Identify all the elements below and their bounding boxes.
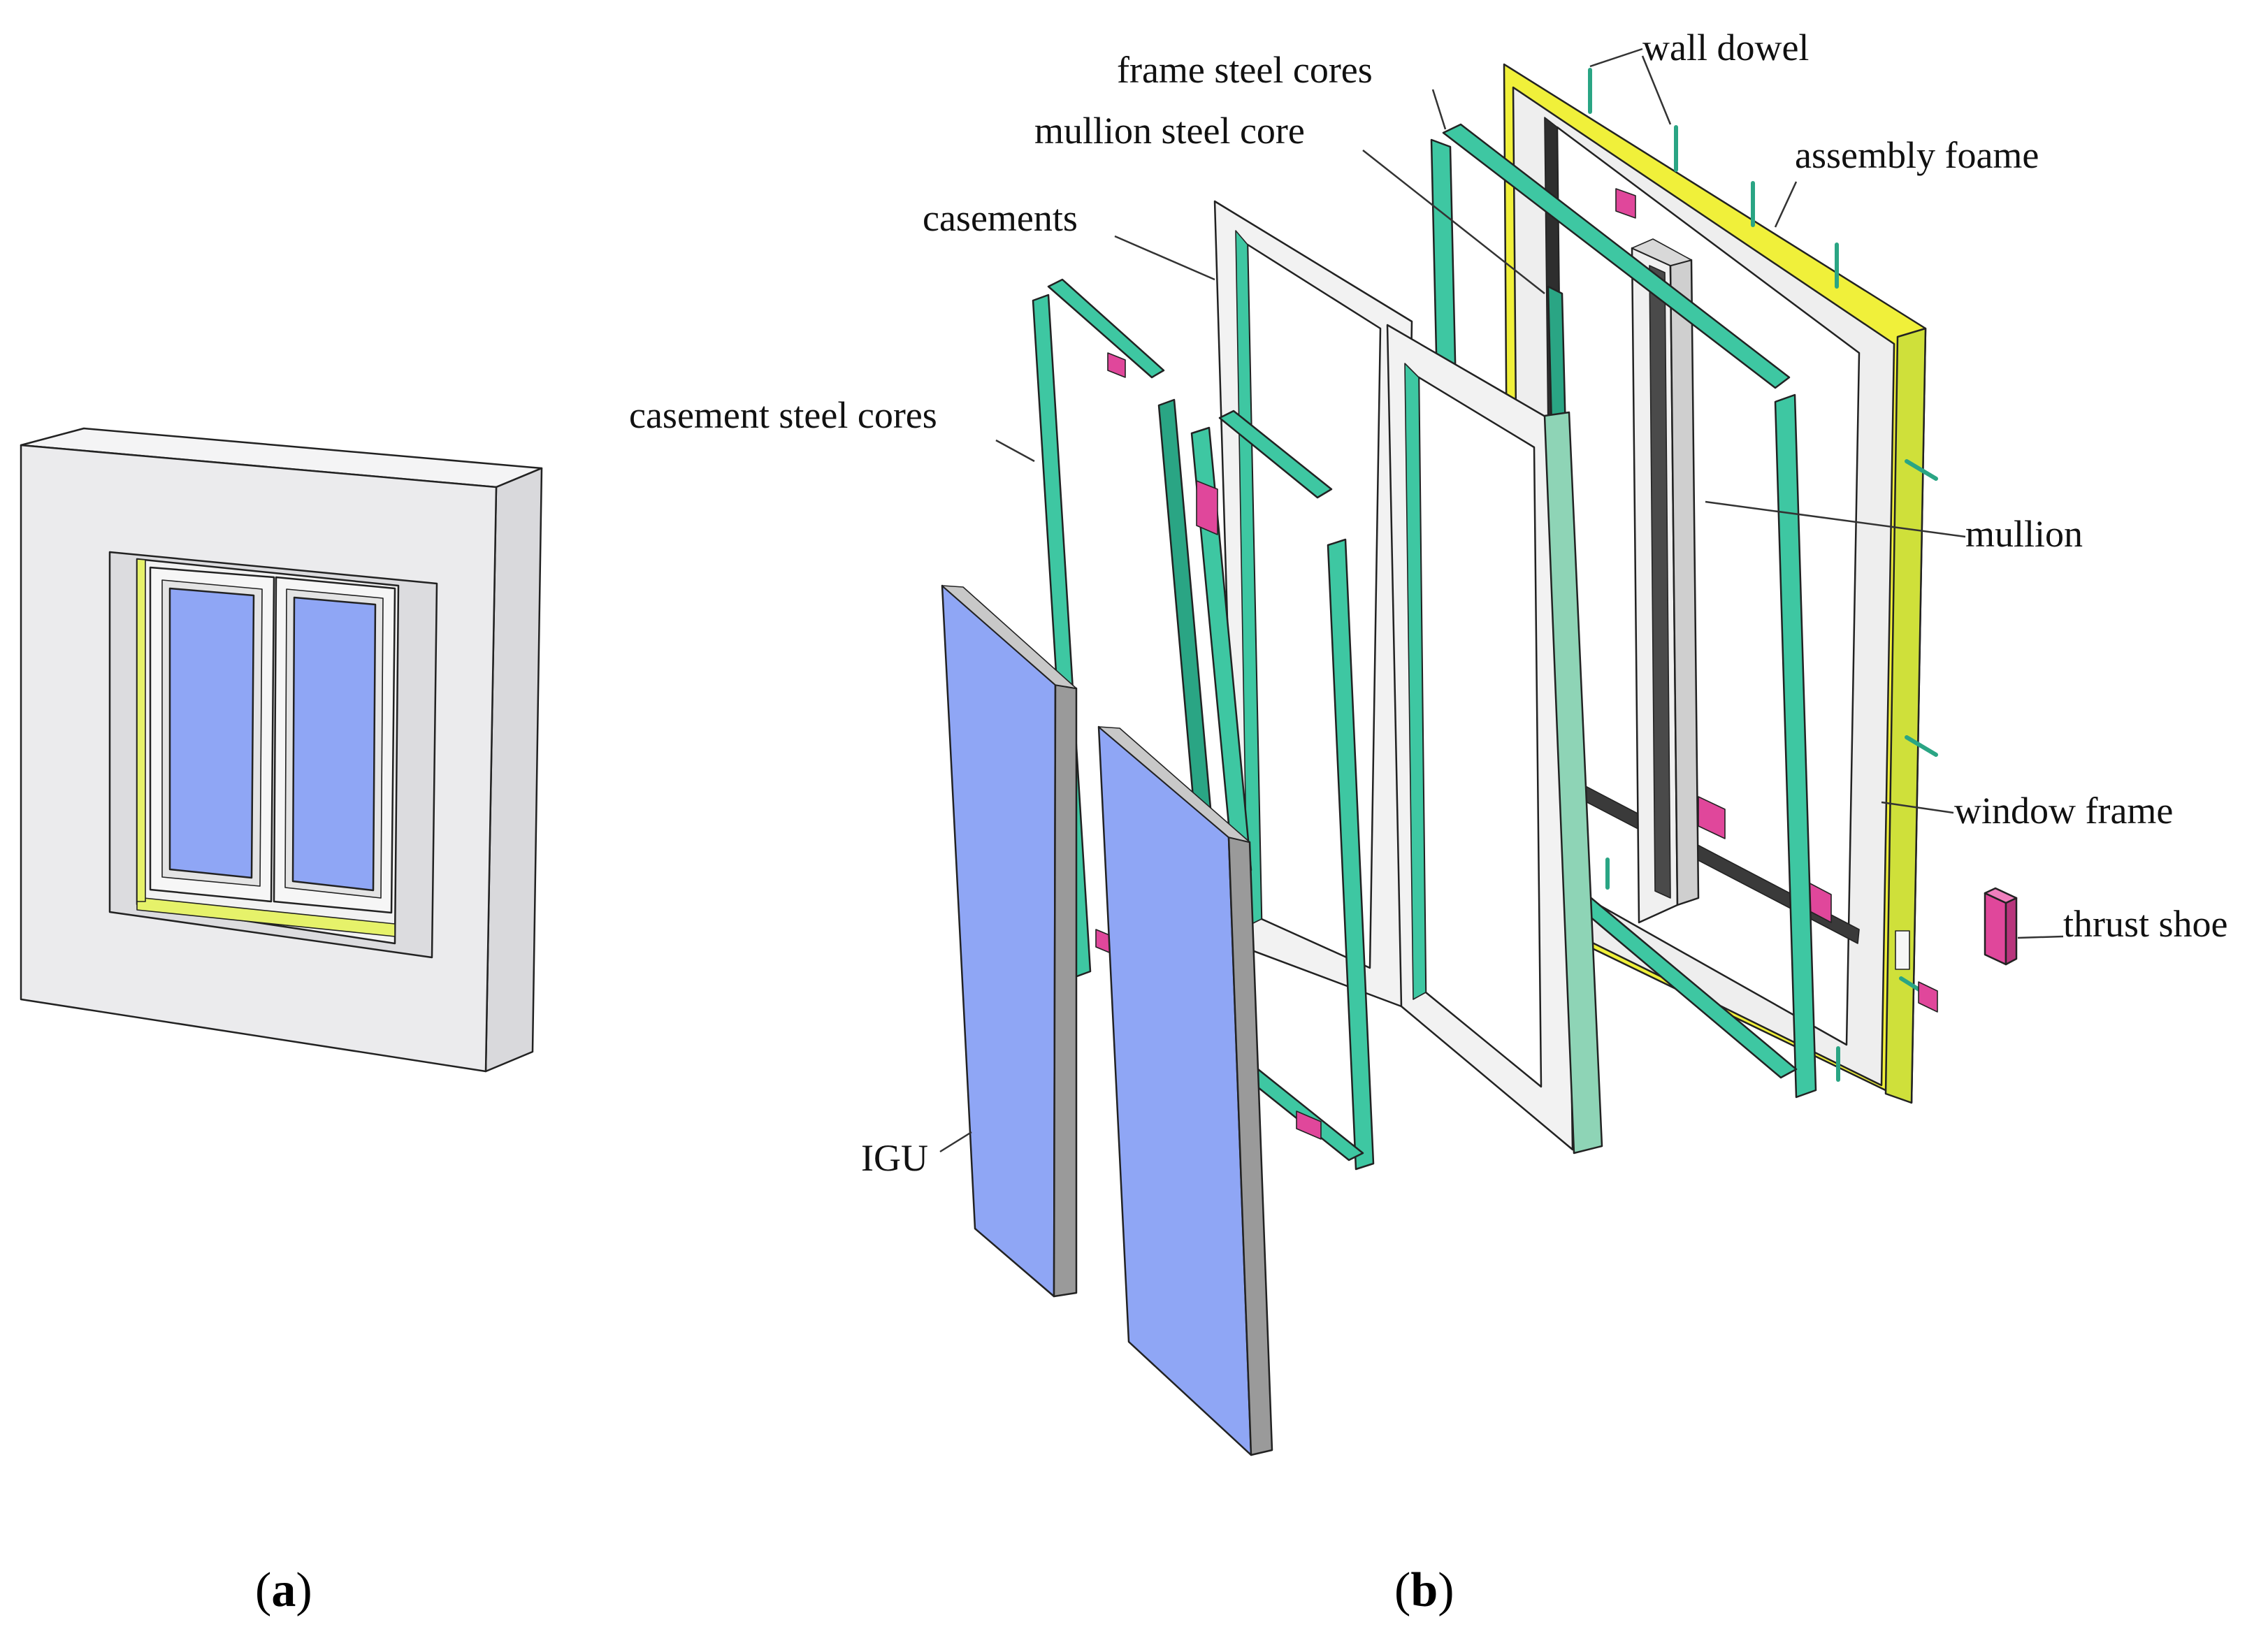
igu-left-edge <box>1053 683 1078 1298</box>
thrust-shoe-casement-3 <box>1296 1110 1322 1140</box>
leader-igu <box>939 1131 972 1153</box>
panel-a-assembled-window <box>20 427 543 1073</box>
thrust-shoe-part <box>1984 887 2018 966</box>
label-casement-steel-cores: casement steel cores <box>629 394 937 436</box>
caption-a-open: ( <box>255 1563 271 1617</box>
thrust-shoe-front <box>1984 892 2007 966</box>
label-mullion: mullion <box>1965 513 2083 555</box>
thrust-shoe-frame-1 <box>1698 796 1726 839</box>
caption-a-letter: a <box>271 1563 296 1617</box>
mullion-top-cap <box>1631 238 1692 266</box>
leader-casement-steel-cores <box>995 439 1035 463</box>
label-thrust-shoe: thrust shoe <box>2063 903 2228 945</box>
caption-b: (b) <box>1394 1563 1454 1617</box>
casement-core-left-top <box>1047 278 1165 379</box>
assembled-right-glass <box>291 596 377 892</box>
thrust-shoe-casement-1 <box>1107 352 1126 378</box>
labels: wall dowel frame steel cores mullion ste… <box>629 27 2228 1179</box>
casements <box>1213 200 1603 1154</box>
frame-handle-slot <box>1895 930 1910 970</box>
igu-left-edge-top <box>941 585 1077 689</box>
leader-assembly-foame <box>1774 181 1798 228</box>
assembled-foam-strip-bottom <box>136 897 396 937</box>
frame-steel-core-top <box>1442 123 1791 389</box>
casement-right-side <box>1543 411 1603 1154</box>
casement-core-mid-top <box>1218 410 1333 499</box>
igu-left-glass <box>941 584 1057 1298</box>
assembled-foam-strip-left <box>136 558 146 902</box>
label-assembly-foame: assembly foame <box>1795 134 2039 176</box>
label-mullion-steel-core: mullion steel core <box>1034 110 1305 152</box>
leader-window-frame <box>1881 801 1954 814</box>
label-frame-steel-cores: frame steel cores <box>1117 49 1373 91</box>
label-wall-dowel: wall dowel <box>1642 27 1809 68</box>
leader-wall-dowel-2 <box>1641 55 1672 125</box>
wall-dowel-6 <box>1905 735 1938 757</box>
assembled-left-glass <box>168 587 255 879</box>
thrust-shoe-top <box>1984 887 2018 904</box>
thrust-shoe-frame-3 <box>1918 981 1938 1013</box>
caption-b-close: ) <box>1438 1563 1454 1617</box>
casement-left-rebate <box>1235 230 1262 927</box>
leader-lines <box>939 48 2064 1153</box>
caption-b-open: ( <box>1394 1563 1410 1617</box>
mullion-steel-core <box>1547 285 1567 435</box>
thrust-shoe-side <box>2005 897 2018 966</box>
leader-thrust-shoe <box>2017 935 2064 939</box>
thrust-shoe-casement-2 <box>1196 480 1218 535</box>
frame-steel-core-right <box>1774 393 1817 1099</box>
leader-casements <box>1114 235 1215 281</box>
mullion-core-slot <box>1649 265 1671 899</box>
thrust-shoe-frame-top <box>1615 188 1636 219</box>
igu-right-edge-top <box>1098 726 1250 843</box>
casement-right-inner <box>1417 376 1543 1088</box>
casement-right-rebate <box>1404 363 1426 1000</box>
assembly-foam-side <box>1884 327 1927 1104</box>
label-casements: casements <box>923 197 1078 239</box>
igus <box>941 584 1273 1456</box>
captions: (a) (b) <box>255 1563 1454 1617</box>
label-window-frame: window frame <box>1954 790 2173 832</box>
casement-core-right-vertical <box>1327 538 1375 1171</box>
caption-a-close: ) <box>296 1563 312 1617</box>
caption-a: (a) <box>255 1563 312 1617</box>
label-igu: IGU <box>861 1137 928 1179</box>
leader-mullion <box>1705 500 1966 538</box>
leader-frame-steel-cores <box>1431 89 1447 130</box>
leader-mullion-steel-core <box>1362 150 1545 294</box>
leader-wall-dowel <box>1589 48 1643 68</box>
wall-dowel-5 <box>1905 459 1938 481</box>
mullion <box>1631 238 1700 924</box>
caption-b-letter: b <box>1410 1563 1438 1617</box>
panel-b-exploded-view <box>941 63 2018 1456</box>
